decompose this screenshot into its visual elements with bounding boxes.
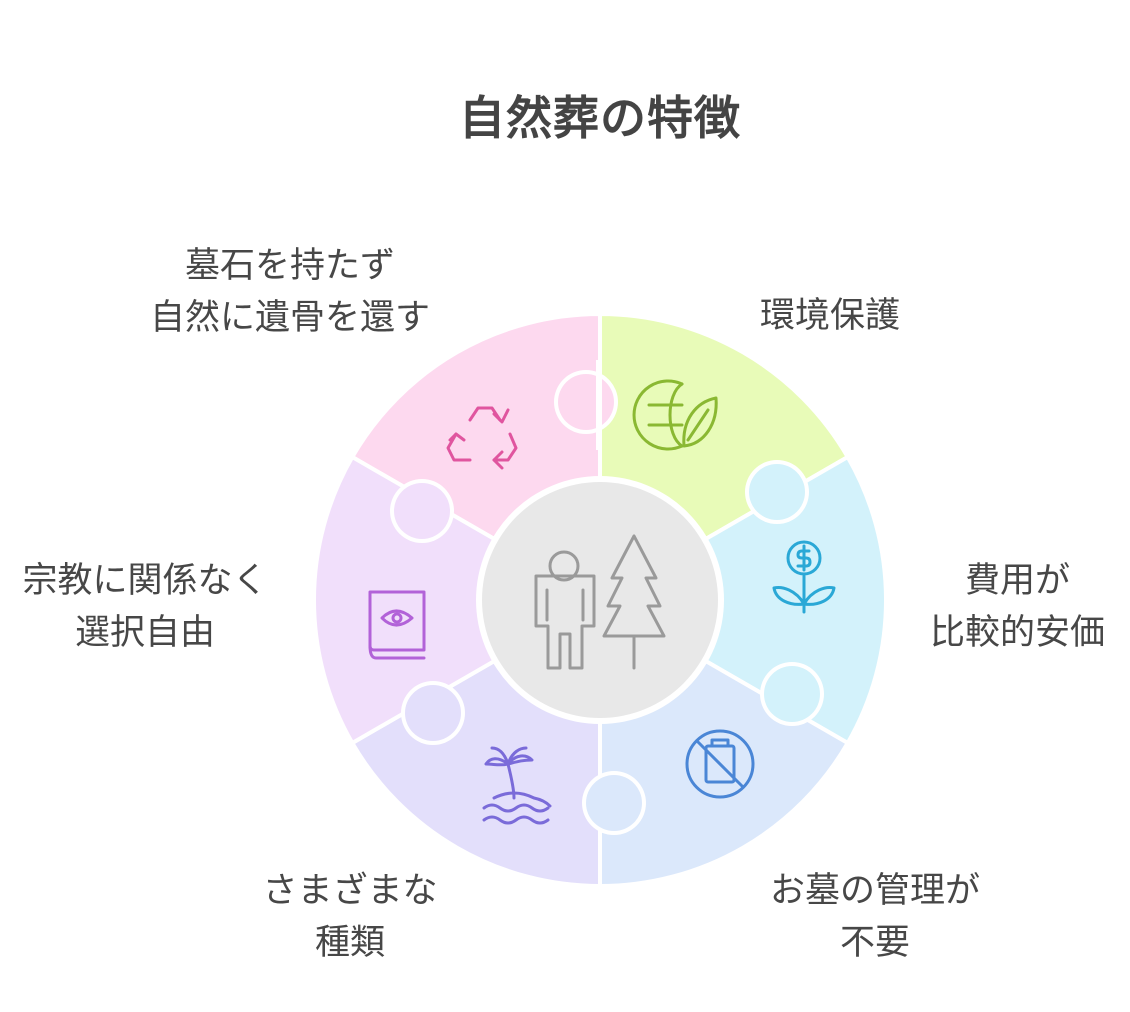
money-plant-icon: [772, 540, 836, 614]
label-line: 種類: [314, 923, 385, 963]
label-line: 環境保護: [759, 296, 900, 336]
globe-leaf-icon: [632, 379, 718, 451]
label-line: 費用が: [964, 561, 1070, 601]
island-palm-icon: [482, 746, 552, 825]
book-eye-icon: [368, 590, 426, 660]
person-tree-icon: [534, 534, 666, 670]
center-circle: [482, 482, 718, 718]
label-line: お墓の管理が: [769, 871, 980, 911]
no-gravestone-icon: [685, 729, 755, 799]
label-religion: 宗教に関係なく 選択自由: [0, 555, 290, 659]
label-line: 比較的安価: [929, 613, 1105, 653]
label-no-management: お墓の管理が 不要: [745, 865, 1005, 969]
segment-religion: [311, 454, 605, 746]
label-line: 墓石を持たず: [184, 246, 395, 286]
label-variety: さまざまな 種類: [230, 865, 470, 969]
label-line: 不要: [839, 923, 910, 963]
page-title: 自然葬の特徴: [459, 91, 741, 145]
label-environment: 環境保護: [730, 290, 930, 342]
label-line: 自然に遺骨を還す: [149, 298, 430, 338]
label-cost: 費用が 比較的安価: [910, 555, 1125, 659]
label-line: 宗教に関係なく: [22, 561, 268, 601]
label-line: 選択自由: [74, 613, 215, 653]
recycle-icon: [446, 406, 518, 470]
puzzle-knobs: [390, 360, 824, 835]
label-line: さまざまな: [262, 871, 438, 911]
label-nature-return: 墓石を持たず 自然に遺骨を還す: [110, 240, 470, 344]
